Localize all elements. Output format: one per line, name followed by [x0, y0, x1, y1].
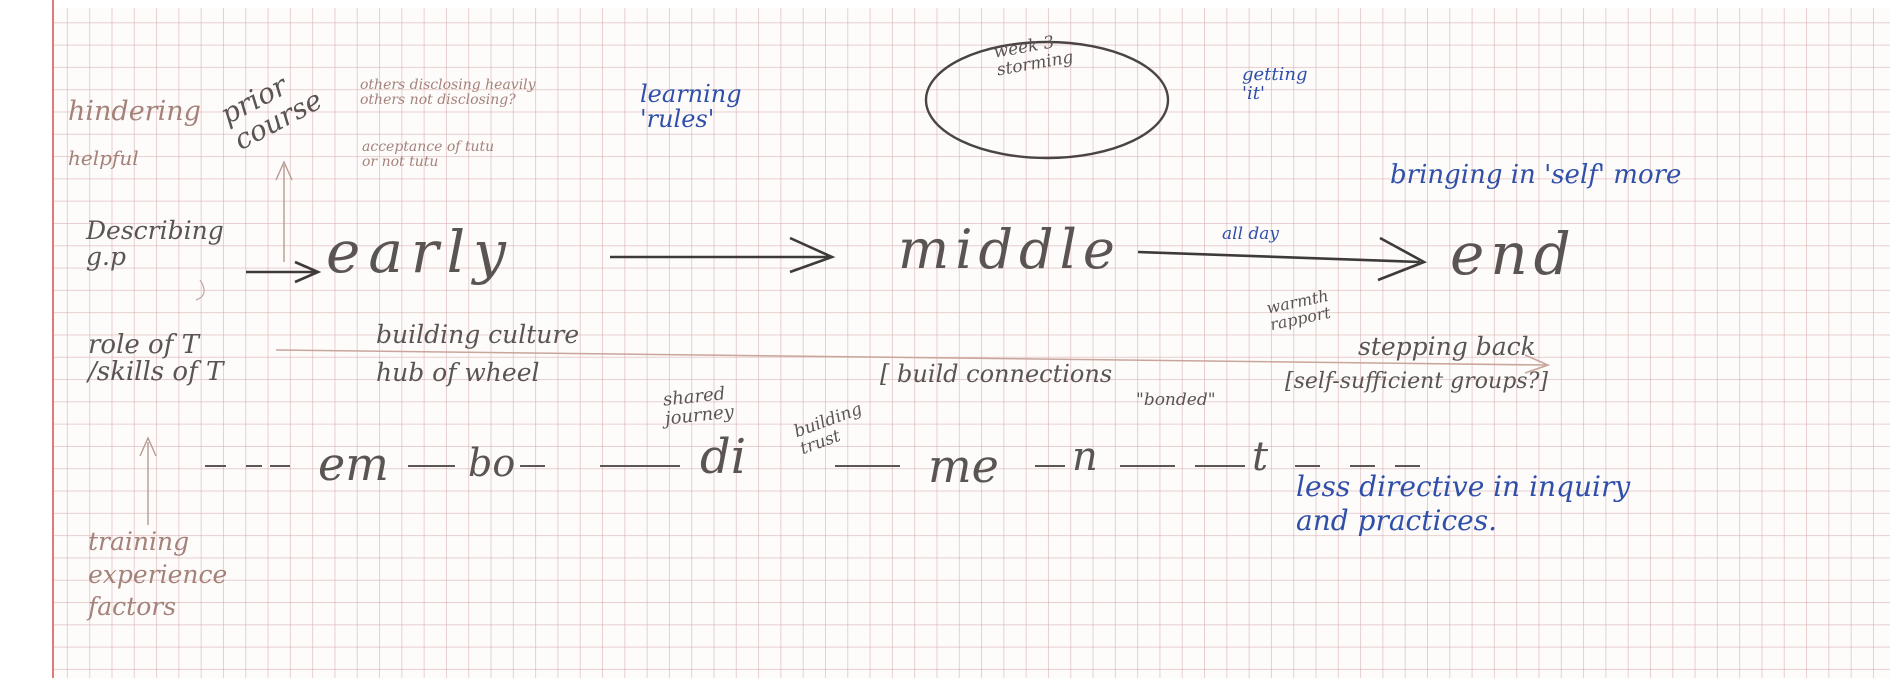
embodiment-part-em: em: [318, 437, 389, 491]
embodiment-part-t: t: [1252, 434, 1269, 480]
storming-oval: [924, 40, 1170, 160]
note-getting-it: getting 'it': [1242, 64, 1308, 104]
paper-top-edge: [0, 0, 1890, 8]
note-hindering: hindering: [68, 96, 201, 127]
note-learning-rules: learning 'rules': [640, 80, 742, 134]
note-building-culture: building culture: [376, 320, 580, 349]
describing-bracket: [195, 279, 205, 301]
training-arrow: [139, 436, 157, 525]
note-others-disclosing: others disclosing heavily others not dis…: [360, 77, 536, 108]
note-training-experience: training experience factors: [88, 527, 228, 621]
note-shared-journey: shared journey: [662, 383, 735, 430]
margin-rule: [52, 0, 54, 688]
note-build-connections: [ build connections: [880, 360, 1113, 388]
embodiment-part-n: n: [1072, 434, 1098, 480]
stage-end: end: [1450, 220, 1577, 288]
stage-early: early: [326, 218, 514, 286]
arrow-early-to-middle: [610, 236, 836, 274]
paper-bottom-edge: [0, 678, 1890, 688]
note-hub-of-wheel: hub of wheel: [376, 358, 540, 387]
note-bringing-self: bringing in 'self' more: [1390, 160, 1682, 190]
embodiment-part-me: me: [928, 439, 999, 493]
note-self-sufficient: [self-sufficient groups?]: [1285, 369, 1548, 394]
stage-middle: middle: [898, 218, 1121, 281]
embodiment-part-di: di: [700, 429, 747, 485]
arrow-middle-to-end: [1137, 236, 1428, 282]
note-role-of-t: role of T /skills of T: [88, 330, 224, 388]
note-less-directive: less directive in inquiry and practices.: [1296, 470, 1631, 537]
note-stepping-back: stepping back: [1358, 332, 1536, 361]
role-timeline-arrow: [275, 349, 1551, 374]
embodiment-part-bo: bo: [468, 441, 516, 485]
note-describing-gp: Describing g.p: [86, 216, 224, 272]
note-acceptance: acceptance of tutu or not tutu: [362, 139, 495, 170]
note-all-day: all day: [1222, 224, 1280, 244]
arrow-to-early: [246, 260, 322, 284]
note-helpful: helpful: [68, 146, 139, 170]
prior-course-arrow: [275, 160, 293, 262]
paper-left-edge: [0, 0, 52, 688]
note-bonded: "bonded": [1136, 390, 1216, 410]
